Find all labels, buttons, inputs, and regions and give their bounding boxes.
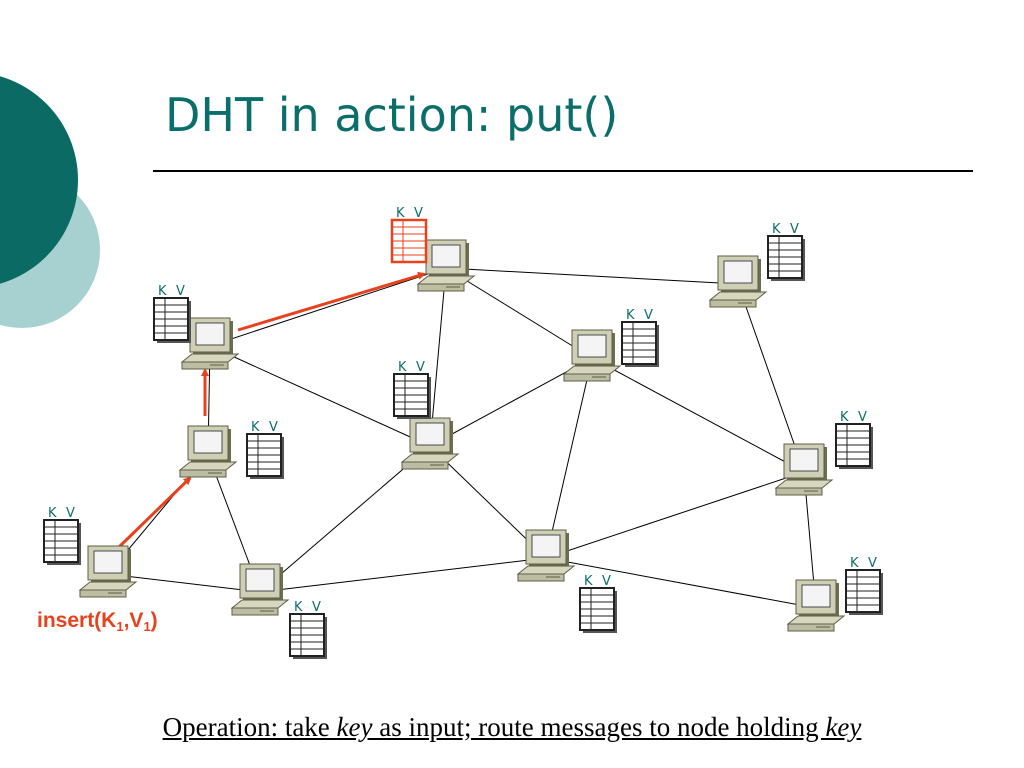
insert-call-label: insert(K1,V1) [37,609,158,634]
caption-prefix: Operation: take [162,712,337,742]
dark-teal-circle [0,76,78,284]
insert-call-sub-k: 1 [116,619,124,634]
kv-table-k-label: K [251,420,260,435]
kv-table-k-label: K [626,308,635,323]
insert-call-text: insert(K [37,609,117,632]
kv-table-k-label: K [396,206,405,221]
computer-icon [180,317,240,370]
route-arrows [116,271,426,550]
caption-key-1: key [336,712,373,742]
decorative-circles [0,76,100,328]
kv-table-k-label: K [158,284,167,299]
kv-table-v-label: V [868,556,877,571]
kv-table-v-label: V [644,308,653,323]
kv-table-k-label: K [850,556,859,571]
computer-icon [416,239,476,292]
title-divider [153,170,973,172]
kv-table-k-label: K [398,360,407,375]
network-link [737,283,805,473]
operation-caption: Operation: take key as input; route mess… [0,712,1024,743]
computer-icon [786,579,846,632]
caption-key-2: key [825,712,862,742]
kv-table-v-label: V [176,284,185,299]
computer-icon [516,529,576,582]
computer-icon [562,329,622,382]
kv-table-k-label: K [840,410,849,425]
route-arrow [116,476,192,550]
network-link [545,471,805,559]
network-link [429,267,447,447]
kv-table-k-label: K [772,222,781,237]
computer-icon [78,545,138,598]
route-arrow [237,271,426,332]
kv-table-k-label: K [294,600,303,615]
insert-call-close: ) [150,609,158,632]
caption-middle: as input; route messages to node holding [372,712,826,742]
kv-table-v-label: V [790,222,799,237]
kv-table-v-label: V [414,206,423,221]
network-link [209,345,431,447]
computer-icon [230,563,290,616]
kv-table-v-label: V [858,410,867,425]
kv-table-v-label: V [312,600,321,615]
computer-icon [400,417,460,470]
kv-table-k-label: K [48,506,57,521]
computer-icon [774,443,834,496]
insert-call-sep: ,V [123,609,144,632]
insert-call-sub-v: 1 [143,619,151,634]
network-link [259,445,431,593]
network-link [545,557,817,609]
kv-table-k-label: K [584,574,593,589]
network-links [107,267,817,609]
kv-table-v-label: V [416,360,425,375]
network-link [591,357,805,473]
kv-table-v-label: V [269,420,278,435]
network-link [107,573,261,593]
computer-icon [178,425,238,478]
network-link [445,267,593,359]
network-link [445,267,739,285]
network-link [209,267,447,347]
page-title: DHT in action: put() [165,88,619,142]
network-link [545,357,593,559]
computer-icon [708,255,768,308]
network-link [259,557,547,593]
kv-table-v-label: V [66,506,75,521]
kv-table-v-label: V [602,574,611,589]
